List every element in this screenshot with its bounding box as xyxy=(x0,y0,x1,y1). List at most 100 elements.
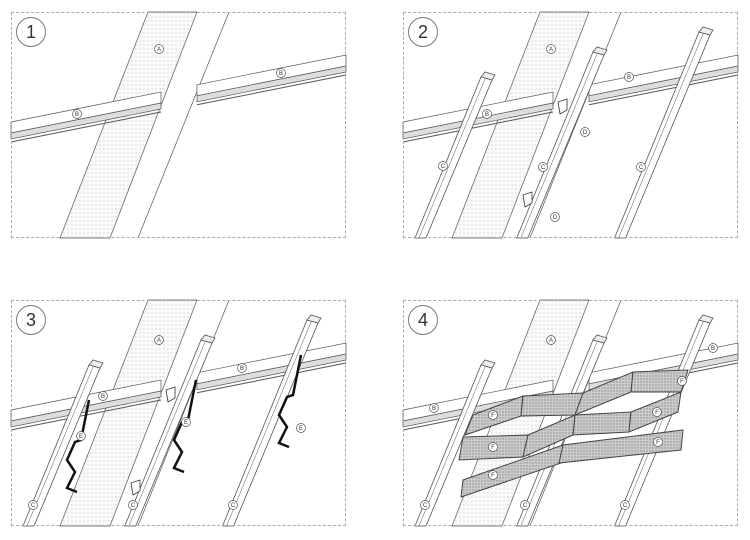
column-c-line xyxy=(26,366,94,527)
label-circle xyxy=(276,68,286,78)
label-c: C xyxy=(623,503,628,509)
label-c: C xyxy=(523,503,528,509)
label-circle xyxy=(520,500,530,510)
panel-frame xyxy=(11,12,346,238)
column-c-line xyxy=(618,33,704,239)
step-number: 3 xyxy=(16,305,46,335)
bracket-d xyxy=(130,479,141,496)
beam-b-edge xyxy=(588,74,739,106)
label-circle xyxy=(128,500,138,510)
label-circle xyxy=(677,376,687,386)
column-c-line xyxy=(226,321,312,527)
column-cap xyxy=(592,46,608,56)
column-c-line xyxy=(418,78,486,239)
bracket-d xyxy=(557,98,568,115)
label-b: B xyxy=(627,75,631,81)
label-circle xyxy=(228,500,238,510)
label-b: B xyxy=(240,366,244,372)
label-c: C xyxy=(131,503,136,509)
label-circle xyxy=(708,343,718,353)
label-c: C xyxy=(441,164,446,170)
label-circle xyxy=(154,335,164,345)
label-circle xyxy=(550,212,560,222)
label-circle xyxy=(154,44,164,54)
label-d: D xyxy=(583,130,588,136)
bracket-d xyxy=(522,191,533,208)
column-cap xyxy=(88,359,104,369)
label-circle xyxy=(420,500,430,510)
column-cap xyxy=(480,359,496,369)
label-c: C xyxy=(31,503,36,509)
label-circle xyxy=(620,500,630,510)
label-b: B xyxy=(432,406,436,412)
label-f: F xyxy=(491,473,495,479)
label-circle xyxy=(538,162,548,172)
label-circle xyxy=(296,423,306,433)
label-b: B xyxy=(711,346,715,352)
column-cap xyxy=(306,314,322,324)
label-circle xyxy=(546,44,556,54)
label-b: B xyxy=(101,394,105,400)
column-cap xyxy=(480,71,496,81)
column-c-line xyxy=(418,366,486,527)
label-a: A xyxy=(157,338,161,344)
column-cap xyxy=(200,334,216,344)
label-circle xyxy=(653,437,663,447)
beam-b-edge xyxy=(402,111,554,143)
label-circle xyxy=(438,161,448,171)
bracket-d xyxy=(165,386,176,403)
label-a: A xyxy=(157,47,161,53)
label-circle xyxy=(76,431,86,441)
step-number: 2 xyxy=(408,17,438,47)
column-cap xyxy=(592,334,608,344)
column-cap xyxy=(698,314,714,324)
column-c-line xyxy=(520,53,598,239)
label-f: F xyxy=(680,379,684,385)
panel-frame xyxy=(403,12,738,238)
label-circle xyxy=(624,72,634,82)
beam-b-edge xyxy=(196,74,347,106)
label-a: A xyxy=(549,338,553,344)
label-circle xyxy=(488,442,498,452)
label-circle xyxy=(488,410,498,420)
column-c-line xyxy=(128,341,206,527)
label-f: F xyxy=(656,440,660,446)
label-e: E xyxy=(184,420,188,426)
beam-b-edge xyxy=(10,111,162,143)
label-b: B xyxy=(485,112,489,118)
bracket-e xyxy=(277,354,303,449)
stripe-edge-line xyxy=(137,11,230,239)
label-f: F xyxy=(491,445,495,451)
label-c: C xyxy=(541,165,546,171)
label-circle xyxy=(72,109,82,119)
panel-frame xyxy=(403,300,738,526)
step-number: 1 xyxy=(16,17,46,47)
step-number: 4 xyxy=(408,305,438,335)
label-d: D xyxy=(553,215,558,221)
label-circle xyxy=(652,407,662,417)
label-circle xyxy=(482,109,492,119)
label-b: B xyxy=(279,71,283,77)
beam-b-edge xyxy=(196,362,347,394)
label-circle xyxy=(429,403,439,413)
label-circle xyxy=(98,391,108,401)
step-1-drawing: A B B xyxy=(10,11,347,239)
label-f: F xyxy=(491,413,495,419)
label-e: E xyxy=(79,434,83,440)
label-c: C xyxy=(423,503,428,509)
label-a: A xyxy=(549,47,553,53)
panel-frame xyxy=(11,300,346,526)
step-panel-1: A B B 1 xyxy=(10,11,347,239)
label-b: B xyxy=(75,112,79,118)
beam-b-face xyxy=(196,65,347,103)
label-circle xyxy=(237,363,247,373)
label-circle xyxy=(181,417,191,427)
label-circle xyxy=(636,162,646,172)
label-circle xyxy=(488,470,498,480)
